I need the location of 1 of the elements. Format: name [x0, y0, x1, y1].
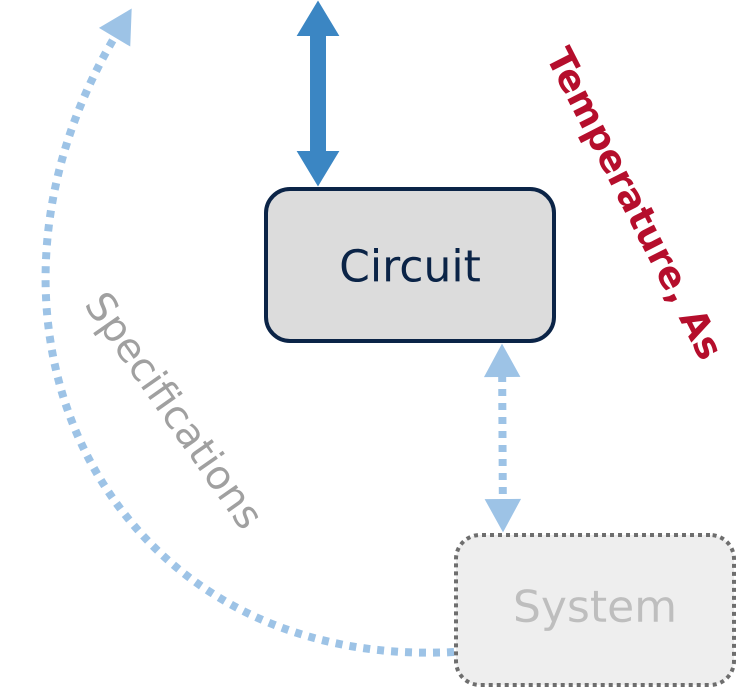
process-box: Circuit: [264, 187, 556, 343]
